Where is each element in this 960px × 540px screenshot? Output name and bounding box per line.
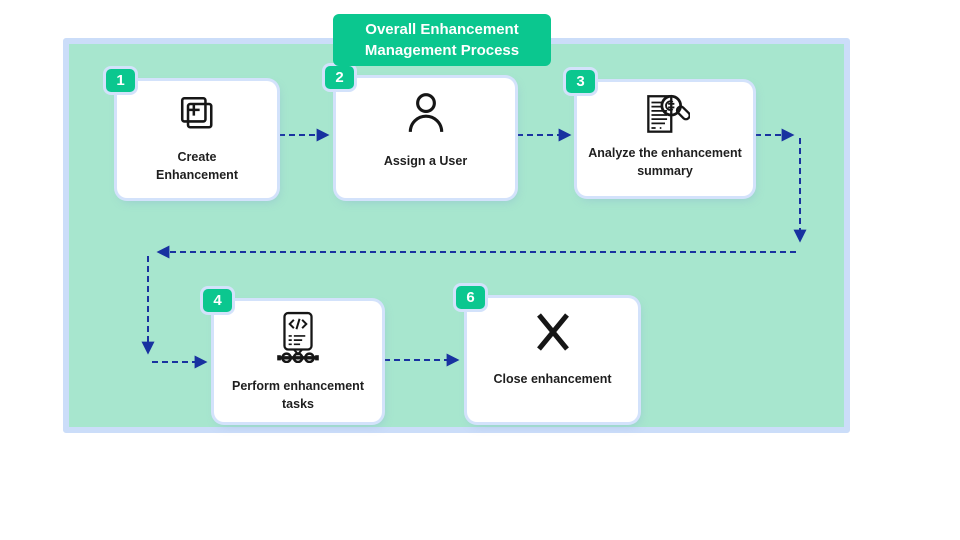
diagram-title-banner: Overall Enhancement Management Process bbox=[333, 14, 551, 66]
user-icon bbox=[403, 87, 449, 139]
step-card-analyze-summary: 3 Analyze the enhancement summary bbox=[566, 70, 753, 196]
add-enhancement-icon bbox=[178, 91, 216, 135]
step-label: Assign a User bbox=[383, 154, 468, 168]
step-label: Analyze the enhancement summary bbox=[588, 146, 742, 178]
step-card-assign-user: 2 Assign a User bbox=[325, 66, 515, 198]
step-card-perform-tasks: 4 Perform enhancement tasks bbox=[203, 289, 382, 422]
step-card-close-enhancement: 6 Close enhancement bbox=[456, 286, 638, 422]
step-number-badge: 2 bbox=[325, 66, 354, 89]
close-x-icon bbox=[533, 309, 573, 355]
diagram-title: Overall Enhancement Management Process bbox=[364, 21, 520, 59]
step-number-badge: 4 bbox=[203, 289, 232, 312]
step-number-badge: 3 bbox=[566, 70, 595, 93]
code-tasks-icon bbox=[275, 308, 321, 366]
step-label: Create Enhancement bbox=[156, 150, 238, 182]
step-label: Close enhancement bbox=[493, 372, 612, 386]
step-card-create-enhancement: 1 Create Enhancement bbox=[106, 69, 277, 198]
step-label: Perform enhancement tasks bbox=[232, 379, 364, 411]
step-number-badge: 1 bbox=[106, 69, 135, 92]
step-number-badge: 6 bbox=[456, 286, 485, 309]
document-search-icon bbox=[640, 89, 690, 141]
